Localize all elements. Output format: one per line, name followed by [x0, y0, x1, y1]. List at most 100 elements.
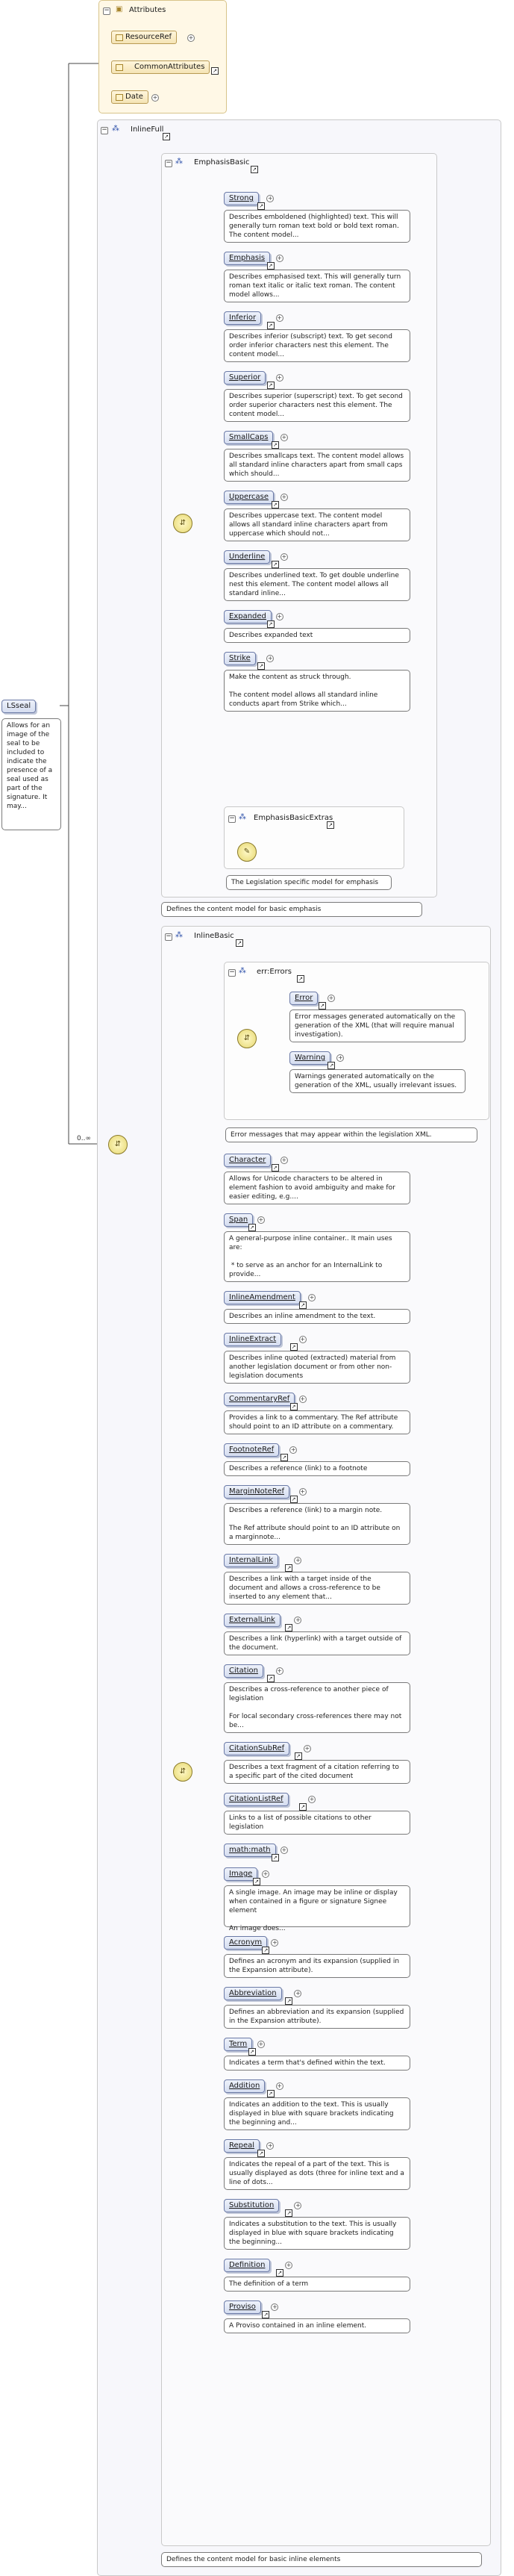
- emphasisbasic-expand-icon[interactable]: +: [280, 494, 288, 501]
- errerrors-element-error[interactable]: Error: [289, 992, 319, 1005]
- emphasisbasic-element-emphasis[interactable]: Emphasis: [224, 252, 271, 265]
- inlinebasic-expand-icon[interactable]: +: [308, 1796, 316, 1803]
- attribute-commonattributes[interactable]: CommonAttributes: [111, 60, 210, 74]
- inlinebasic-expand-icon[interactable]: +: [271, 2303, 279, 2311]
- inlinebasic-link-icon[interactable]: ↗: [289, 1403, 298, 1410]
- inlinebasic-expand-icon[interactable]: +: [262, 1870, 269, 1878]
- emphasisbasic-link-icon[interactable]: ↗: [266, 262, 275, 270]
- inlinebasic-expand-icon[interactable]: +: [294, 2202, 302, 2209]
- inlinebasic-link-icon[interactable]: ↗: [266, 1675, 275, 1682]
- inlinebasic-collapse-toggle[interactable]: −: [165, 933, 172, 941]
- inlinebasic-element-marginnoteref[interactable]: MarginNoteRef: [224, 1485, 289, 1499]
- emphasisbasicextras-compositor[interactable]: ✎: [237, 842, 257, 862]
- inlinebasic-element-footnoteref[interactable]: FootnoteRef: [224, 1443, 280, 1457]
- errerrors-choice-compositor[interactable]: ⇵: [237, 1029, 257, 1048]
- inlinebasic-link-icon[interactable]: ↗: [236, 939, 243, 947]
- inlinebasic-expand-icon[interactable]: +: [308, 1294, 316, 1301]
- errerrors-link-icon[interactable]: ↗: [327, 1062, 336, 1069]
- emphasisbasic-expand-icon[interactable]: +: [280, 553, 288, 561]
- emphasisbasic-collapse-toggle[interactable]: −: [165, 159, 172, 167]
- inlinebasic-element-proviso[interactable]: Proviso: [224, 2300, 261, 2314]
- inlinebasic-link-icon[interactable]: ↗: [285, 1997, 293, 2005]
- inlinebasic-element-citationlistref[interactable]: CitationListRef: [224, 1793, 289, 1806]
- emphasisbasic-expand-icon[interactable]: +: [280, 434, 288, 441]
- inlinebasic-element-acronym[interactable]: Acronym: [224, 1936, 268, 1950]
- inlinebasic-expand-icon[interactable]: +: [303, 1745, 311, 1752]
- emphasisbasic-link-icon[interactable]: ↗: [266, 322, 275, 329]
- inlinebasic-link-icon[interactable]: ↗: [266, 2090, 275, 2097]
- inlinebasic-element-span[interactable]: Span: [224, 1213, 254, 1227]
- inlinebasic-expand-icon[interactable]: +: [257, 1216, 265, 1224]
- inlinebasic-element-term[interactable]: Term: [224, 2038, 253, 2051]
- lsseal-element[interactable]: LSseal: [1, 700, 37, 713]
- inlinebasic-link-icon[interactable]: ↗: [276, 2269, 283, 2277]
- inlinebasic-expand-icon[interactable]: +: [294, 1557, 302, 1564]
- emphasisbasic-link-icon[interactable]: ↗: [257, 662, 266, 670]
- attribute-date[interactable]: Date: [111, 90, 148, 104]
- emphasisbasicextras-link-icon[interactable]: ↗: [327, 821, 334, 829]
- errerrors-expand-icon[interactable]: +: [327, 995, 335, 1002]
- emphasisbasic-expand-icon[interactable]: +: [275, 314, 283, 322]
- emphasisbasic-element-superior[interactable]: Superior: [224, 371, 266, 385]
- emphasisbasic-element-expanded[interactable]: Expanded: [224, 610, 272, 623]
- attribute-resourceref[interactable]: ResourceRef: [111, 31, 178, 44]
- inlinebasic-link-icon[interactable]: ↗: [248, 2048, 256, 2056]
- inlinebasic-element-inlineamendment[interactable]: InlineAmendment: [224, 1291, 301, 1304]
- inlinebasic-link-icon[interactable]: ↗: [262, 2311, 270, 2318]
- inlinebasic-link-icon[interactable]: ↗: [289, 1343, 298, 1351]
- errerrors-collapse-toggle[interactable]: −: [228, 968, 236, 977]
- inlinebasic-element-character[interactable]: Character: [224, 1154, 272, 1167]
- inlinebasic-expand-icon[interactable]: +: [280, 1847, 288, 1854]
- errerrors-link-icon[interactable]: ↗: [297, 975, 304, 983]
- inlinebasic-element-inlineextract[interactable]: InlineExtract: [224, 1333, 282, 1346]
- inlinebasic-expand-icon[interactable]: +: [289, 1446, 298, 1454]
- inlinebasic-link-icon[interactable]: ↗: [271, 1854, 279, 1861]
- inlinebasic-expand-icon[interactable]: +: [294, 1617, 302, 1624]
- emphasisbasic-link-icon[interactable]: ↗: [271, 501, 279, 508]
- inlinebasic-expand-icon[interactable]: +: [275, 2082, 283, 2090]
- emphasisbasic-link-icon[interactable]: ↗: [271, 441, 279, 449]
- inlinebasic-link-icon[interactable]: ↗: [248, 1224, 256, 1231]
- resourceref-expand-icon[interactable]: +: [187, 34, 195, 42]
- errerrors-element-warning[interactable]: Warning: [289, 1051, 331, 1065]
- inlinebasic-element-citation[interactable]: Citation: [224, 1664, 263, 1678]
- emphasisbasic-element-strike[interactable]: Strike: [224, 652, 256, 665]
- inlinebasic-link-icon[interactable]: ↗: [280, 1454, 289, 1461]
- inlinebasic-expand-icon[interactable]: +: [280, 1157, 288, 1164]
- inlinebasic-link-icon[interactable]: ↗: [285, 1564, 293, 1572]
- inlinebasic-element-substitution[interactable]: Substitution: [224, 2199, 280, 2212]
- inlinebasic-element-repeal[interactable]: Repeal: [224, 2139, 260, 2153]
- inlinebasic-link-icon[interactable]: ↗: [271, 1164, 279, 1172]
- inlinebasic-link-icon[interactable]: ↗: [289, 1496, 298, 1503]
- emphasisbasic-link-icon[interactable]: ↗: [266, 620, 275, 628]
- errerrors-link-icon[interactable]: ↗: [319, 1002, 326, 1009]
- emphasisbasic-link-icon[interactable]: ↗: [266, 382, 275, 389]
- emphasisbasic-link-icon[interactable]: ↗: [257, 202, 266, 210]
- inlinebasic-expand-icon[interactable]: +: [257, 2041, 265, 2048]
- inlinebasic-expand-icon[interactable]: +: [266, 2142, 275, 2150]
- inlinebasic-expand-icon[interactable]: +: [294, 1990, 302, 1997]
- inlinebasic-link-icon[interactable]: ↗: [299, 1803, 307, 1811]
- inlinebasic-element-citationsubref[interactable]: CitationSubRef: [224, 1742, 290, 1755]
- inlinefull-link-icon[interactable]: ↗: [163, 133, 170, 140]
- inlinebasic-link-icon[interactable]: ↗: [285, 1624, 293, 1631]
- inlinebasic-element-internallink[interactable]: InternalLink: [224, 1554, 279, 1567]
- emphasisbasic-element-uppercase[interactable]: Uppercase: [224, 491, 275, 504]
- inlinebasic-expand-icon[interactable]: +: [271, 1939, 279, 1947]
- emphasisbasic-link-icon[interactable]: ↗: [251, 166, 258, 173]
- inlinebasic-link-icon[interactable]: ↗: [285, 2209, 293, 2217]
- emphasisbasic-expand-icon[interactable]: +: [266, 655, 275, 662]
- commonattributes-link-icon[interactable]: ↗: [211, 67, 219, 75]
- date-expand-icon[interactable]: +: [151, 94, 159, 102]
- emphasisbasic-element-smallcaps[interactable]: SmallCaps: [224, 431, 274, 444]
- emphasisbasic-expand-icon[interactable]: +: [275, 255, 283, 262]
- emphasisbasicextras-collapse-toggle[interactable]: −: [228, 815, 236, 823]
- inlinebasic-element-abbreviation[interactable]: Abbreviation: [224, 1987, 282, 2000]
- emphasisbasic-choice-compositor[interactable]: ⇵: [173, 514, 192, 533]
- emphasisbasic-element-strong[interactable]: Strong: [224, 192, 259, 205]
- inlinebasic-element-externallink[interactable]: ExternalLink: [224, 1614, 280, 1627]
- emphasisbasic-expand-icon[interactable]: +: [275, 613, 283, 620]
- emphasisbasic-expand-icon[interactable]: +: [275, 374, 283, 382]
- inlinebasic-link-icon[interactable]: ↗: [299, 1301, 307, 1309]
- errerrors-expand-icon[interactable]: +: [336, 1054, 345, 1062]
